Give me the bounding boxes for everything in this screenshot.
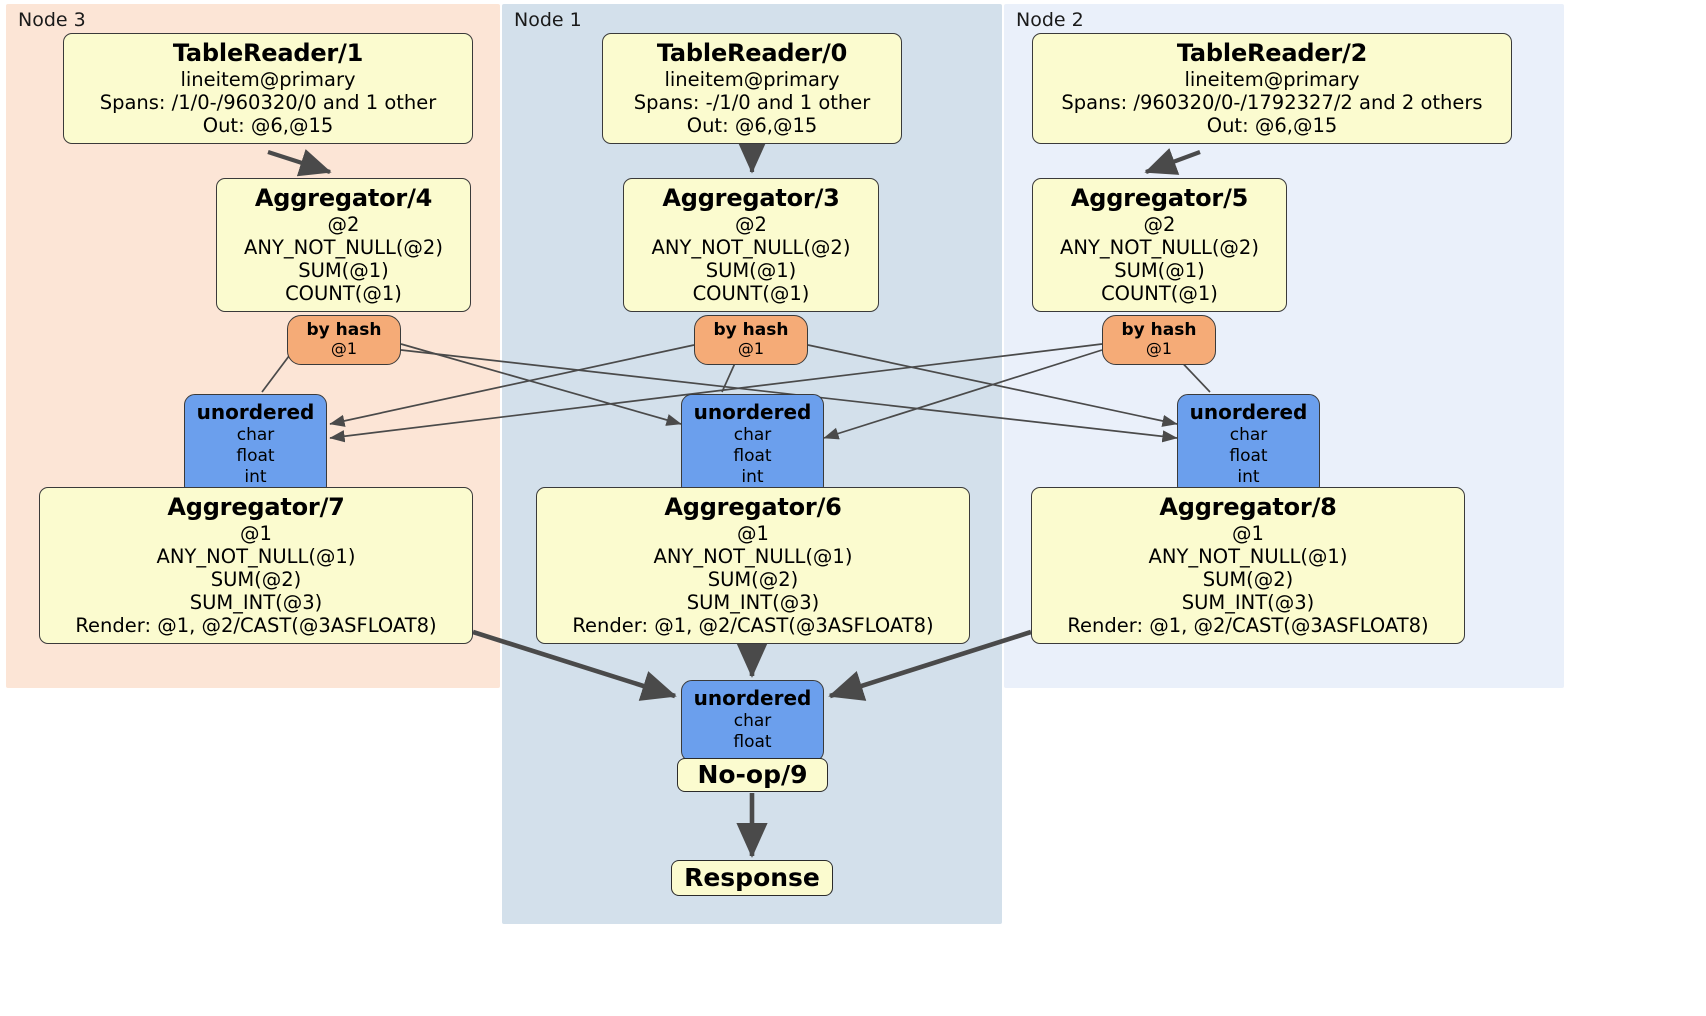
processor-title: Aggregator/4 (254, 184, 433, 212)
processor-title: TableReader/0 (656, 39, 848, 67)
processor-group-cols: @1 (737, 522, 769, 546)
processor-aggregator-8[interactable]: Aggregator/8 @1 ANY_NOT_NULL(@1) SUM(@2)… (1031, 487, 1465, 645)
synchronizer-column-type: int (244, 467, 267, 488)
synchronizer-type-label: unordered (1189, 400, 1308, 424)
synchronizer-unordered-final[interactable]: unordered char float (681, 680, 824, 763)
router-hash-column: @1 (737, 339, 765, 359)
processor-agg-fn: SUM(@2) (210, 568, 302, 592)
processor-table: lineitem@primary (664, 68, 840, 92)
processor-out: Out: @6,@15 (686, 114, 818, 138)
processor-group-cols: @2 (327, 213, 360, 237)
processor-agg-fn: ANY_NOT_NULL(@1) (156, 545, 356, 569)
processor-agg-fn: COUNT(@1) (1101, 282, 1218, 306)
processor-aggregator-4[interactable]: Aggregator/4 @2 ANY_NOT_NULL(@2) SUM(@1)… (216, 178, 471, 313)
processor-agg-fn: ANY_NOT_NULL(@1) (653, 545, 853, 569)
processor-table-reader-1[interactable]: TableReader/1 lineitem@primary Spans: /1… (63, 33, 473, 145)
processor-title: TableReader/1 (172, 39, 364, 67)
processor-agg-fn: COUNT(@1) (285, 282, 402, 306)
synchronizer-column-type: char (733, 710, 772, 731)
synchronizer-column-type: int (741, 467, 764, 488)
processor-group-cols: @2 (735, 213, 767, 237)
processor-agg-fn: SUM(@1) (1114, 259, 1205, 283)
node-panel-label: Node 2 (1016, 9, 1084, 31)
router-type-label: by hash (1121, 320, 1197, 340)
synchronizer-column-type: int (1237, 467, 1260, 488)
hash-router-5[interactable]: by hash @1 (1102, 315, 1216, 365)
processor-agg-fn: SUM(@2) (707, 568, 799, 592)
router-hash-column: @1 (330, 339, 358, 359)
synchronizer-column-type: float (733, 445, 772, 466)
processor-spans: Spans: /1/0-/960320/0 and 1 other (99, 91, 437, 115)
processor-aggregator-3[interactable]: Aggregator/3 @2 ANY_NOT_NULL(@2) SUM(@1)… (623, 178, 879, 313)
processor-title: Aggregator/7 (167, 493, 345, 521)
processor-render: Render: @1, @2/CAST(@3ASFLOAT8) (75, 614, 437, 638)
synchronizer-column-type: char (1229, 424, 1268, 445)
processor-aggregator-7[interactable]: Aggregator/7 @1 ANY_NOT_NULL(@1) SUM(@2)… (39, 487, 473, 645)
processor-title: Aggregator/6 (664, 493, 842, 521)
synchronizer-column-type: float (733, 731, 772, 752)
synchronizer-column-type: float (1229, 445, 1268, 466)
processor-table-reader-2[interactable]: TableReader/2 lineitem@primary Spans: /9… (1032, 33, 1512, 145)
synchronizer-unordered-node3[interactable]: unordered char float int (184, 394, 327, 498)
synchronizer-type-label: unordered (196, 400, 315, 424)
node-response[interactable]: Response (671, 860, 833, 896)
processor-agg-fn: SUM(@1) (298, 259, 389, 283)
processor-title: Aggregator/5 (1070, 184, 1249, 212)
processor-agg-fn: ANY_NOT_NULL(@1) (1148, 545, 1348, 569)
synchronizer-unordered-node1[interactable]: unordered char float int (681, 394, 824, 498)
processor-agg-fn: COUNT(@1) (692, 282, 810, 306)
processor-aggregator-6[interactable]: Aggregator/6 @1 ANY_NOT_NULL(@1) SUM(@2)… (536, 487, 970, 645)
processor-agg-fn: SUM(@2) (1202, 568, 1294, 592)
processor-agg-fn: ANY_NOT_NULL(@2) (244, 236, 443, 260)
processor-table-reader-0[interactable]: TableReader/0 lineitem@primary Spans: -/… (602, 33, 902, 145)
synchronizer-unordered-node2[interactable]: unordered char float int (1177, 394, 1320, 498)
hash-router-3[interactable]: by hash @1 (694, 315, 808, 365)
processor-agg-fn: ANY_NOT_NULL(@2) (651, 236, 851, 260)
processor-noop-9[interactable]: No-op/9 (677, 758, 828, 792)
processor-aggregator-5[interactable]: Aggregator/5 @2 ANY_NOT_NULL(@2) SUM(@1)… (1032, 178, 1287, 313)
processor-group-cols: @1 (240, 522, 272, 546)
synchronizer-type-label: unordered (693, 686, 812, 710)
router-type-label: by hash (306, 320, 382, 340)
processor-render: Render: @1, @2/CAST(@3ASFLOAT8) (572, 614, 934, 638)
router-type-label: by hash (713, 320, 789, 340)
processor-agg-fn: SUM_INT(@3) (189, 591, 323, 615)
processor-group-cols: @2 (1143, 213, 1176, 237)
processor-title: TableReader/2 (1176, 39, 1368, 67)
processor-table: lineitem@primary (1184, 68, 1360, 92)
synchronizer-column-type: float (236, 445, 275, 466)
processor-group-cols: @1 (1232, 522, 1264, 546)
processor-title: Aggregator/8 (1159, 493, 1337, 521)
processor-agg-fn: ANY_NOT_NULL(@2) (1060, 236, 1259, 260)
processor-title: Aggregator/3 (662, 184, 840, 212)
processor-out: Out: @6,@15 (1206, 114, 1338, 138)
synchronizer-type-label: unordered (693, 400, 812, 424)
synchronizer-column-type: char (236, 424, 275, 445)
processor-agg-fn: SUM(@1) (705, 259, 797, 283)
processor-spans: Spans: -/1/0 and 1 other (633, 91, 871, 115)
processor-table: lineitem@primary (180, 68, 356, 92)
processor-spans: Spans: /960320/0-/1792327/2 and 2 others (1061, 91, 1483, 115)
processor-render: Render: @1, @2/CAST(@3ASFLOAT8) (1067, 614, 1429, 638)
processor-agg-fn: SUM_INT(@3) (1181, 591, 1315, 615)
processor-agg-fn: SUM_INT(@3) (686, 591, 820, 615)
node-panel-label: Node 1 (514, 9, 582, 31)
synchronizer-column-type: char (733, 424, 772, 445)
hash-router-4[interactable]: by hash @1 (287, 315, 401, 365)
node-panel-label: Node 3 (18, 9, 86, 31)
processor-out: Out: @6,@15 (202, 114, 334, 138)
router-hash-column: @1 (1145, 339, 1173, 359)
